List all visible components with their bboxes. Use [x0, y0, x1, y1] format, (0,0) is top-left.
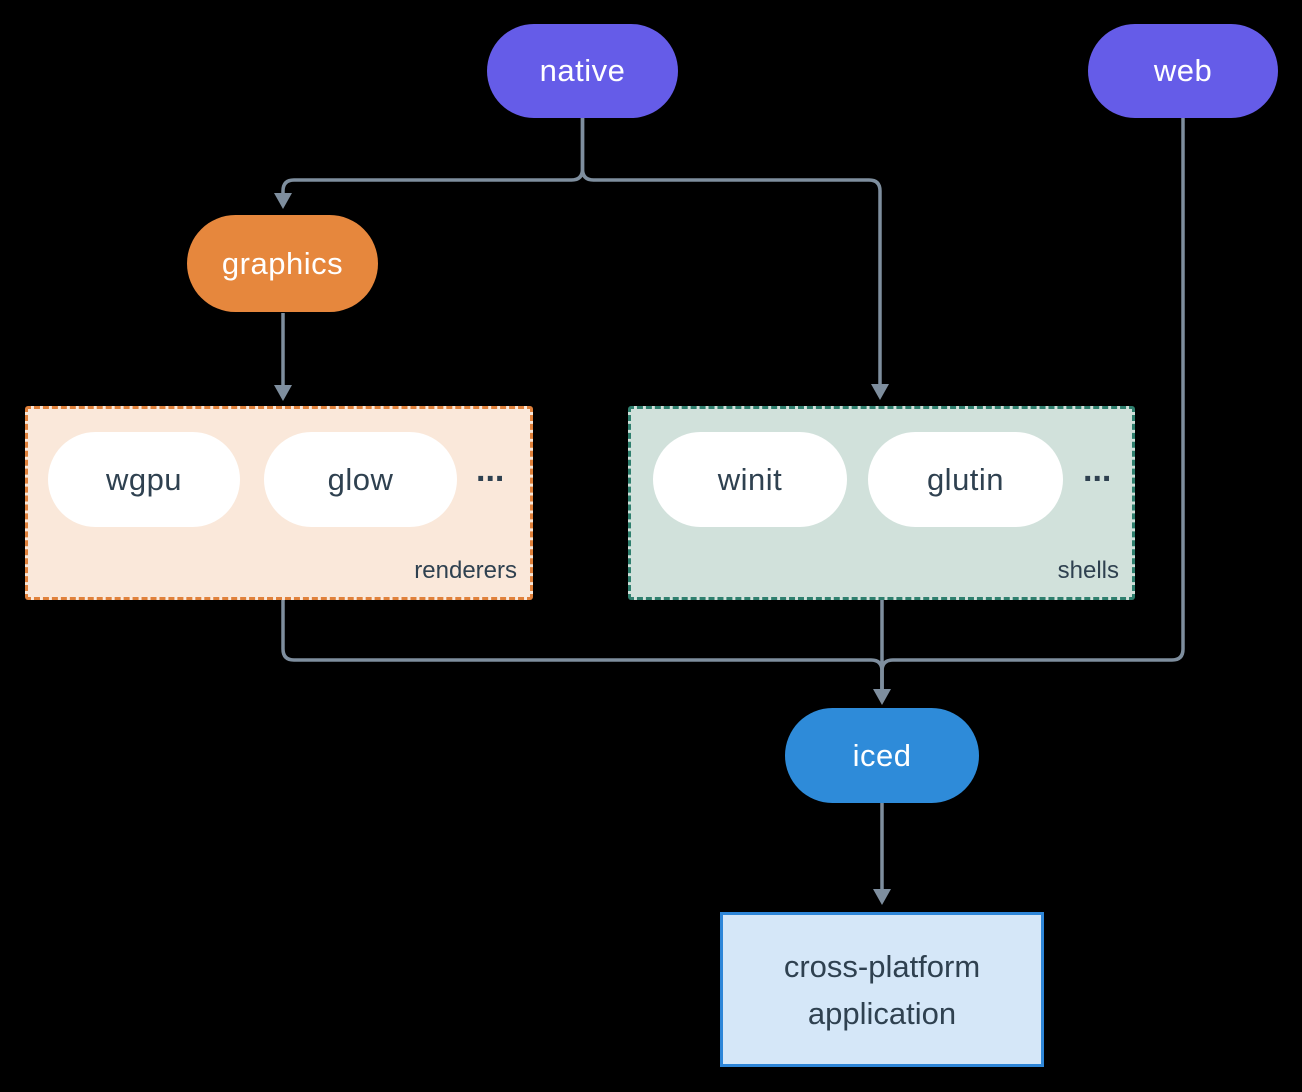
application-label-line2: application [807, 995, 957, 1031]
node-glow-label: glow [327, 461, 394, 497]
node-wgpu-label: wgpu [105, 461, 183, 497]
arrowhead-into-iced [873, 689, 891, 705]
renderers-group-label: renderers [414, 557, 517, 584]
renderers-ellipsis: ... [476, 451, 505, 489]
node-glow: glow [264, 432, 457, 527]
group-shells: winit glutin ... shells [628, 406, 1135, 600]
edge-web-iced [880, 118, 1185, 690]
group-renderers: wgpu glow ... renderers [25, 406, 533, 600]
node-iced-label: iced [852, 737, 912, 773]
node-native-label: native [539, 53, 626, 88]
shells-ellipsis: ... [1083, 451, 1112, 489]
node-graphics: graphics [187, 215, 378, 312]
node-web-label: web [1153, 53, 1213, 88]
edge-native-shells [580, 118, 882, 385]
node-winit-label: winit [717, 461, 783, 497]
shells-group-label: shells [1057, 557, 1119, 584]
arrowhead-into-graphics [274, 193, 292, 209]
edge-native-graphics [281, 118, 585, 194]
node-native: native [487, 24, 678, 118]
node-graphics-label: graphics [221, 245, 344, 281]
node-glutin-label: glutin [926, 461, 1005, 497]
edge-renderers-iced [281, 600, 884, 690]
node-iced: iced [785, 708, 979, 803]
node-winit: winit [653, 432, 847, 527]
node-wgpu: wgpu [48, 432, 240, 527]
arrowhead-into-renderers [274, 385, 292, 401]
arrowhead-into-shells [871, 384, 889, 400]
arrowhead-into-application [873, 889, 891, 905]
node-glutin: glutin [868, 432, 1063, 527]
node-cross-platform-application: cross-platform application [720, 912, 1044, 1067]
application-label-line1: cross-platform [783, 948, 981, 984]
node-web: web [1088, 24, 1278, 118]
